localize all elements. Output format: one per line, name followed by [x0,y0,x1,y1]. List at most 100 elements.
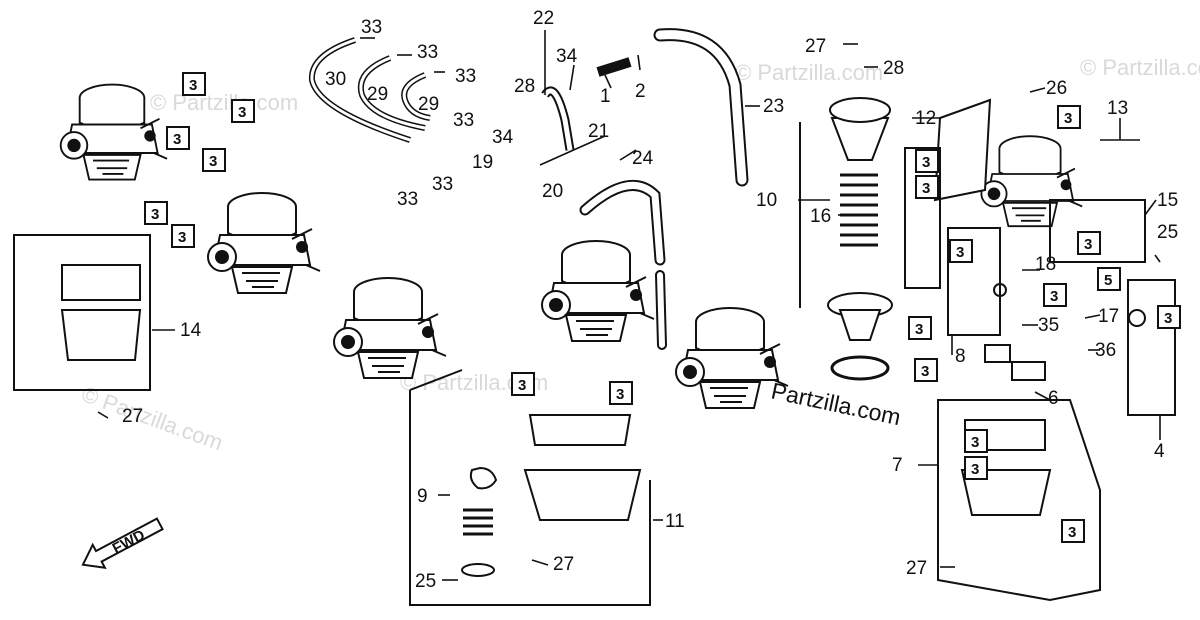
svg-text:3: 3 [173,131,181,148]
callout-13: 13 [1107,98,1128,119]
callout-24: 24 [632,148,654,169]
callout-29b: 28 [883,58,904,79]
box-b22: 5 [1097,267,1121,291]
callout-15: 15 [1157,190,1178,211]
callout-8: 8 [955,346,966,367]
carburetor-2 [207,192,321,294]
carburetor-4 [541,240,655,342]
svg-text:3: 3 [1068,524,1076,541]
callout-16: 16 [810,206,831,227]
frame-11 [409,390,651,606]
svg-text:3: 3 [1164,310,1172,327]
callout-33a: 33 [361,17,382,38]
box-b4: 3 [202,148,226,172]
callout-32: 30 [325,69,346,90]
frame-8 [947,227,1001,336]
fwd-label: FWD [110,526,148,557]
svg-text:3: 3 [189,77,197,94]
box-b5: 3 [144,201,168,225]
callout-34b: 34 [492,127,514,148]
box-b3: 3 [166,126,190,150]
group-frames [13,122,1176,606]
callout-33e: 33 [432,174,453,195]
svg-text:3: 3 [518,377,526,394]
box-b6: 3 [171,224,195,248]
brand-text: Partzilla.com [769,377,903,430]
callout-9: 9 [417,486,428,507]
box-b12: 3 [1043,283,1067,307]
svg-text:3: 3 [1064,110,1072,127]
watermark-1: © Partzilla.com [150,90,298,115]
svg-text:3: 3 [238,104,246,121]
callout-11: 11 [665,511,685,532]
svg-text:3: 3 [151,206,159,223]
callout-1: 1 [600,86,611,107]
box-b13: 3 [1157,305,1181,329]
box-b7: 3 [1057,105,1081,129]
svg-text:3: 3 [1050,288,1058,305]
frame-upper-mid [904,147,941,289]
frame-7 [937,399,1101,602]
svg-text:3: 3 [971,461,979,478]
callout-31: 29 [367,84,388,105]
svg-text:3: 3 [915,321,923,338]
box-b11: 3 [949,239,973,263]
callout-21: 21 [588,121,609,142]
box-b1: 3 [182,72,206,96]
svg-text:3: 3 [209,153,217,170]
frame-14 [13,234,151,391]
callout-27c: 27 [906,558,927,579]
callout-34a: 34 [556,46,578,67]
leader-lines [97,30,1161,581]
svg-text:3: 3 [922,180,930,197]
callout-26: 26 [1046,78,1067,99]
callout-33f: 33 [397,189,418,210]
svg-text:3: 3 [616,386,624,403]
callouts: 33 33 33 30 29 29 33 33 33 22 34 28 1 2 … [122,8,1178,592]
svg-text:3: 3 [956,244,964,261]
box-b21 [912,560,934,582]
callout-10: 10 [756,190,777,211]
carburetor-3 [333,277,447,379]
svg-text:3: 3 [922,154,930,171]
callout-14: 14 [180,320,202,341]
frame-4 [1127,279,1176,416]
callout-33c: 33 [455,66,476,87]
boxed-references: 3 3 3 3 3 3 3 3 3 3 3 3 3 3 3 3 3 3 3 3 … [144,72,1181,582]
svg-text:3: 3 [1084,236,1092,253]
callout-30: 29 [418,94,439,115]
box-b18: 3 [964,429,988,453]
callout-27a: 27 [122,406,143,427]
callout-19: 19 [472,152,493,173]
callout-36: 36 [1095,340,1116,361]
callout-4: 4 [1154,441,1165,462]
callout-28: 28 [514,76,535,97]
callout-18: 18 [1035,254,1056,275]
box-b15: 3 [914,358,938,382]
callout-29a: 27 [805,36,826,57]
fwd-arrow: FWD [81,517,164,570]
hoses [308,28,749,350]
callout-17: 17 [1098,306,1119,327]
svg-text:3: 3 [178,229,186,246]
watermark-3: © Partzilla.com [735,60,883,85]
callout-7: 7 [892,455,903,476]
carburetor-6 [980,135,1084,228]
box-b9: 3 [915,175,939,199]
callout-22: 22 [533,8,554,29]
box-b19: 3 [964,456,988,480]
frame-15 [1049,199,1146,263]
callout-33b: 33 [417,42,438,63]
callout-23: 23 [763,96,784,117]
watermark-5: © Partzilla.com [78,381,226,455]
svg-text:3: 3 [971,434,979,451]
watermark-4: © Partzilla.com [1080,55,1200,80]
callout-35: 35 [1038,315,1059,336]
box-b14: 3 [908,316,932,340]
box-b8: 3 [915,149,939,173]
callout-2: 2 [635,81,646,102]
svg-text:3: 3 [921,363,929,380]
box-b17: 3 [609,381,633,405]
callout-20: 20 [542,181,563,202]
